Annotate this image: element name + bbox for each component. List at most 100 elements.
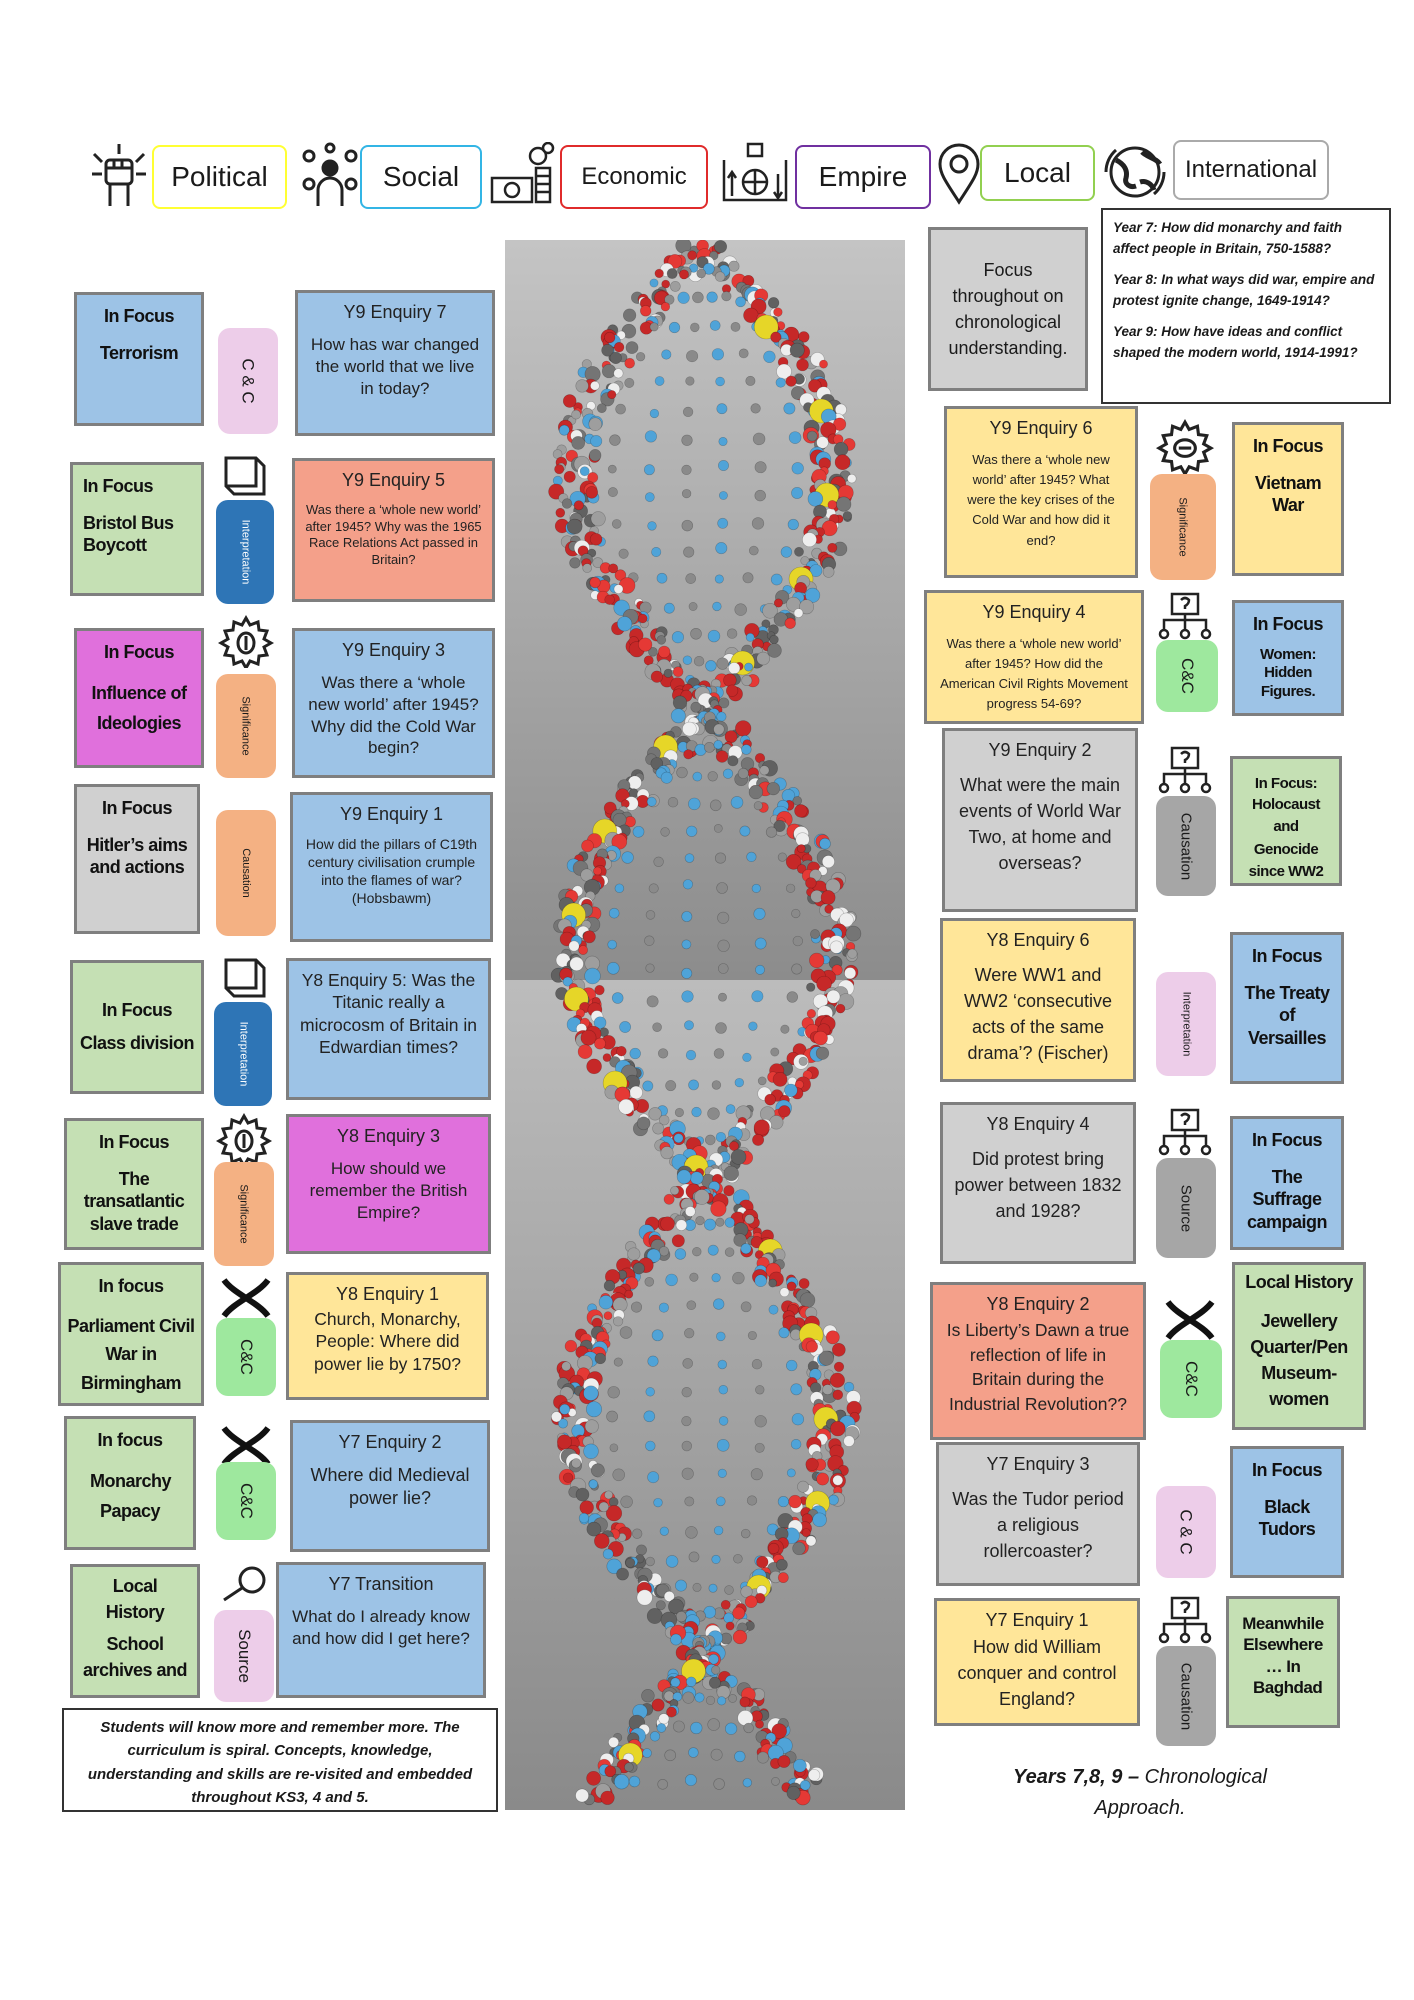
atom-sphere <box>590 435 603 448</box>
crossed-arrows-icon <box>1165 1300 1215 1340</box>
atom-sphere <box>732 1271 745 1285</box>
left-enquiry-4-title: Y9 Enquiry 1 <box>339 804 444 824</box>
gear-icon <box>1155 419 1215 474</box>
atom-sphere <box>741 744 752 755</box>
question-flow-icon <box>1158 592 1212 640</box>
atom-sphere <box>786 1359 798 1372</box>
atom-sphere <box>575 379 589 393</box>
atom-sphere <box>559 1403 571 1415</box>
atom-sphere <box>684 1328 695 1339</box>
left-pill-9-label: Source <box>235 1629 254 1683</box>
atom-sphere <box>573 500 584 511</box>
atom-sphere <box>744 1214 755 1225</box>
atom-sphere <box>770 1047 780 1057</box>
left-pill-8-label: C&C <box>237 1483 256 1519</box>
right-focus-5: In Focus The Suffrage campaign <box>1230 1116 1344 1250</box>
left-pill-1-label: C & C <box>239 358 258 404</box>
atom-sphere <box>740 1528 751 1539</box>
atom-sphere <box>690 1171 704 1185</box>
atom-sphere <box>554 464 565 475</box>
atom-sphere <box>740 1243 752 1255</box>
atom-sphere <box>666 1706 677 1718</box>
atom-sphere <box>642 1080 654 1092</box>
atom-sphere <box>708 1653 719 1665</box>
right-focus-2: In Focus Women: Hidden Figures. <box>1232 600 1344 716</box>
atom-sphere <box>728 1693 738 1703</box>
location-pin-icon <box>938 143 980 205</box>
atom-sphere <box>768 1304 779 1315</box>
left-enquiry-8-title: Y7 Enquiry 2 <box>338 1432 442 1452</box>
atom-sphere <box>724 1585 734 1595</box>
atom-sphere <box>810 929 820 940</box>
atom-sphere <box>571 409 581 420</box>
atom-sphere <box>718 436 728 447</box>
atom-sphere <box>713 1048 725 1059</box>
atom-sphere <box>688 1551 700 1563</box>
atom-sphere <box>665 1555 679 1568</box>
atom-sphere <box>713 1778 725 1790</box>
atom-sphere <box>647 1471 660 1484</box>
atom-sphere <box>765 826 778 838</box>
atom-sphere <box>650 757 664 770</box>
atom-sphere <box>593 866 602 876</box>
atom-sphere <box>632 825 645 838</box>
chronology-focus-box: Focus throughout on chronological unders… <box>928 227 1088 391</box>
atom-sphere <box>754 937 767 950</box>
left-pill-9: Source <box>214 1610 274 1702</box>
left-pill-8: C&C <box>216 1462 276 1540</box>
atom-sphere <box>596 403 607 414</box>
atom-sphere <box>739 1696 751 1708</box>
atom-sphere <box>618 1098 634 1115</box>
atom-sphere <box>575 1487 590 1502</box>
left-pill-2: Interpretation <box>216 500 274 604</box>
atom-sphere <box>691 1106 702 1118</box>
right-enquiry-7-body: Was the Tudor period a religious rollerc… <box>952 1489 1124 1562</box>
right-focus-6-body: Jewellery Quarter/Pen Museum- women <box>1250 1310 1348 1409</box>
left-focus-5-title: In Focus <box>101 1000 173 1020</box>
atom-sphere <box>707 1244 719 1256</box>
atom-sphere <box>751 517 765 530</box>
atom-sphere <box>744 1595 758 1609</box>
atom-sphere <box>835 1003 846 1014</box>
atom-sphere <box>687 250 698 261</box>
atom-sphere <box>664 1749 677 1762</box>
atom-sphere <box>612 1316 624 1327</box>
atom-sphere <box>726 628 738 639</box>
atom-sphere <box>793 1758 807 1773</box>
atom-sphere <box>615 403 626 415</box>
atom-sphere <box>777 1496 789 1508</box>
right-enquiry-4-title: Y8 Enquiry 6 <box>986 930 1090 950</box>
atom-sphere <box>682 1358 693 1369</box>
atom-sphere <box>672 666 684 677</box>
right-focus-6: Local History Jewellery Quarter/Pen Muse… <box>1232 1262 1366 1430</box>
atom-sphere <box>786 1785 801 1800</box>
atom-sphere <box>685 376 695 386</box>
atom-sphere <box>624 1289 634 1299</box>
atom-sphere <box>594 1037 606 1050</box>
atom-sphere <box>718 697 730 709</box>
atom-sphere <box>718 1384 729 1395</box>
atom-sphere <box>829 940 844 954</box>
left-focus-2: In Focus Bristol Bus Boycott <box>70 462 204 596</box>
left-focus-4-body: Hitler’s aims and actions <box>86 834 188 878</box>
right-focus-1-body: Vietnam War <box>1254 472 1322 516</box>
right-focus-5-title: In Focus <box>1251 1130 1323 1150</box>
atom-sphere <box>550 1411 563 1423</box>
book-icon <box>224 958 266 998</box>
left-enquiry-4-body: How did the pillars of C19th century civ… <box>305 836 478 906</box>
atom-sphere <box>684 1774 697 1787</box>
atom-sphere <box>625 1557 636 1568</box>
right-enquiry-4-body: Were WW1 and WW2 ‘consecutive acts of th… <box>963 965 1113 1064</box>
caption-approach: Chronological Approach. <box>1094 1766 1267 1819</box>
atom-sphere <box>679 269 689 280</box>
atom-sphere <box>672 695 688 710</box>
atom-sphere <box>748 1021 758 1031</box>
left-focus-4: In Focus Hitler’s aims and actions <box>74 784 200 934</box>
left-focus-1: In Focus Terrorism <box>74 292 204 426</box>
right-focus-7-title: In Focus <box>1251 1460 1323 1480</box>
right-enquiry-5: Y8 Enquiry 4 Did protest bring power bet… <box>940 1102 1136 1264</box>
atom-sphere <box>569 557 581 569</box>
atom-sphere <box>660 1146 674 1160</box>
right-focus-3-body: Holocaust and Genocide since WW2 <box>1248 795 1324 881</box>
left-pill-6-label: Significance <box>237 1184 250 1244</box>
